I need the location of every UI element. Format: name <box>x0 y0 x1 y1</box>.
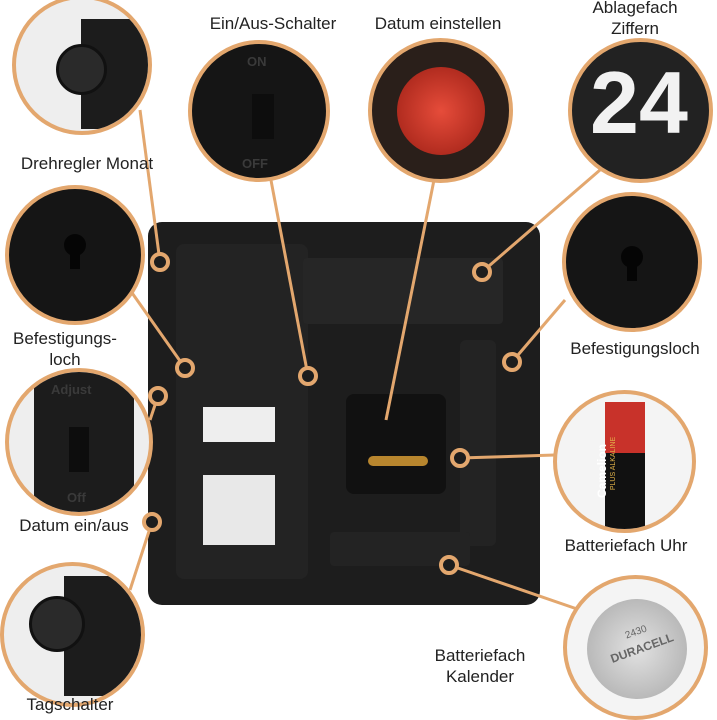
label-line: Batteriefach <box>434 646 526 665</box>
digit-compartment <box>303 258 503 324</box>
coin-cell: 2430 DURACELL <box>587 599 687 699</box>
label-ein-aus-schalter: Ein/Aus-Schalter <box>209 14 337 33</box>
switch-on-text: ON <box>247 54 267 69</box>
keyhole-icon <box>621 246 643 268</box>
battery-brand-text: Camelion <box>595 443 610 499</box>
label-tagschalter: Tagschalter <box>26 695 114 714</box>
aa-battery: Camelion PLUS ALKALINE <box>595 402 645 529</box>
marker-dot <box>298 366 318 386</box>
digits-text: 24 <box>590 53 688 152</box>
label-datum-einstellen: Datum einstellen <box>374 14 502 33</box>
marker-dot <box>450 448 470 468</box>
label-line: Ziffern <box>611 19 659 38</box>
marker-dot <box>175 358 195 378</box>
dial-icon <box>56 44 107 95</box>
info-sticker <box>203 475 275 545</box>
marker-dot <box>502 352 522 372</box>
marker-dot <box>150 252 170 272</box>
dial-icon <box>29 596 85 652</box>
movement-battery <box>368 456 428 466</box>
label-line: Kalender <box>445 667 515 686</box>
label-batteriefach-uhr: Batteriefach Uhr <box>564 536 688 555</box>
marker-dot <box>439 555 459 575</box>
detail-mounting-hole-left <box>5 185 145 325</box>
detail-clock-battery: Camelion PLUS ALKALINE <box>553 390 696 533</box>
label-drehregler-monat: Drehregler Monat <box>20 154 154 173</box>
detail-date-switch: Adjust Off <box>5 368 153 516</box>
detail-mounting-hole-right <box>562 192 702 332</box>
battery-type-text: PLUS ALKALINE <box>610 436 618 491</box>
adjust-text: Adjust <box>51 382 92 397</box>
red-knob-icon <box>397 67 485 155</box>
detail-digit-storage: 24 <box>568 38 713 183</box>
switch-off-text: OFF <box>242 156 268 171</box>
marker-dot <box>142 512 162 532</box>
detail-month-dial <box>12 0 152 135</box>
label-datum-ein-aus: Datum ein/aus <box>19 516 129 535</box>
label-line: Ablagefach <box>592 0 678 17</box>
label-line: loch <box>49 350 81 369</box>
label-ablagefach-ziffern: Ablagefach Ziffern <box>565 0 705 39</box>
warning-sticker <box>203 407 275 442</box>
label-befestigungsloch-left: Befestigungs- loch <box>0 328 130 370</box>
detail-power-switch: ON OFF <box>188 40 330 182</box>
label-line: Befestigungs- <box>13 329 117 348</box>
clock-back-body <box>148 222 540 605</box>
detail-set-date-knob <box>368 38 513 183</box>
marker-dot <box>148 386 168 406</box>
keyhole-icon <box>64 234 86 256</box>
detail-tag-dial <box>0 562 145 707</box>
detail-calendar-battery: 2430 DURACELL <box>563 575 708 720</box>
clock-battery-compartment <box>460 340 496 546</box>
clock-movement <box>346 394 446 494</box>
label-befestigungsloch-right: Befestigungsloch <box>570 339 700 358</box>
label-batteriefach-kalender: Batteriefach Kalender <box>410 645 550 687</box>
off-text: Off <box>67 490 86 505</box>
marker-dot <box>472 262 492 282</box>
